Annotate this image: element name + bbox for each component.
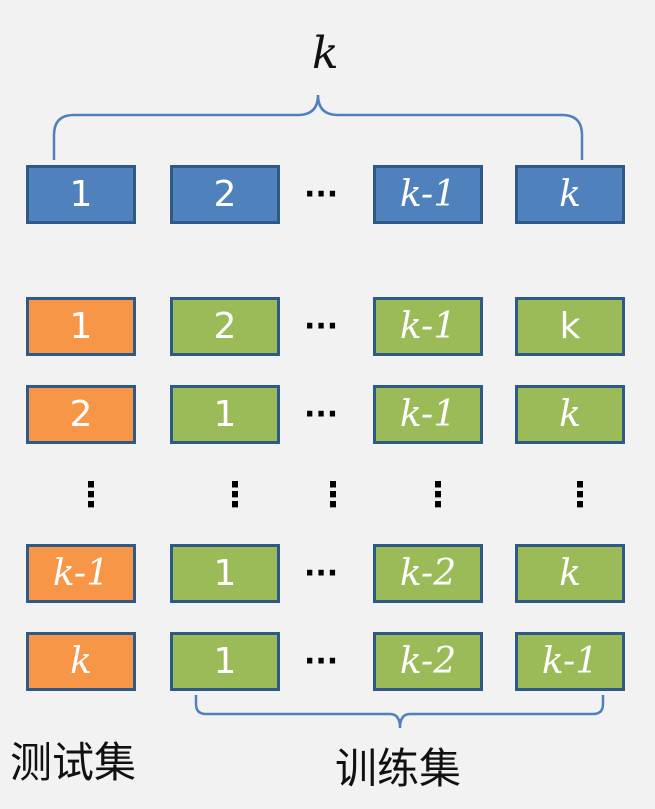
fold-k-ellipsis: ··· — [304, 644, 339, 679]
header-box-k-label: k — [559, 174, 581, 215]
vdots-col-4: ⋮ — [421, 475, 455, 515]
bottom-brace — [194, 695, 605, 729]
fold-k-1-train-box-3: k — [515, 544, 625, 603]
header-ellipsis: ··· — [304, 177, 339, 212]
fold-k-1-train-box-2: k-2 — [373, 544, 483, 603]
fold-k-train-box-3: k-1 — [515, 632, 625, 691]
fold-2-test-label: 2 — [69, 394, 93, 435]
vdots-col-1: ⋮ — [74, 475, 108, 515]
fold-1-ellipsis: ··· — [304, 309, 339, 344]
fold-2-ellipsis: ··· — [304, 397, 339, 432]
fold-k-1-train-label-1: 1 — [213, 553, 237, 594]
fold-1-train-box-1: 2 — [170, 297, 280, 356]
fold-k-1-ellipsis: ··· — [304, 556, 339, 591]
fold-2-train-label-3: k — [559, 394, 581, 435]
fold-2-train-box-2: k-1 — [373, 385, 483, 444]
fold-1-train-box-3: k — [515, 297, 625, 356]
header-box-2-label: 2 — [213, 174, 237, 215]
fold-1-train-label-3: k — [559, 306, 581, 347]
header-box-1: 1 — [26, 165, 136, 224]
fold-2-train-label-1: 1 — [213, 394, 237, 435]
fold-1-train-label-2: k-1 — [399, 306, 457, 347]
train-set-label: 训练集 — [335, 744, 462, 793]
vdots-col-3: ⋮ — [316, 475, 350, 515]
fold-1-test-box: 1 — [26, 297, 136, 356]
fold-k-1-train-label-2: k-2 — [399, 553, 457, 594]
fold-k-1-train-box-1: 1 — [170, 544, 280, 603]
k-label: k — [312, 28, 339, 79]
fold-2-train-box-3: k — [515, 385, 625, 444]
fold-1-train-label-1: 2 — [213, 306, 237, 347]
fold-2-train-label-2: k-1 — [399, 394, 457, 435]
fold-k-train-label-2: k-2 — [399, 641, 457, 682]
fold-2-train-box-1: 1 — [170, 385, 280, 444]
test-set-label: 测试集 — [10, 738, 137, 787]
header-box-k: k — [515, 165, 625, 224]
fold-k-test-box: k — [26, 632, 136, 691]
fold-k-train-box-2: k-2 — [373, 632, 483, 691]
fold-k-test-label: k — [70, 641, 92, 682]
fold-k-train-label-3: k-1 — [541, 641, 599, 682]
fold-k-1-test-box: k-1 — [26, 544, 136, 603]
header-box-k-1: k-1 — [373, 165, 483, 224]
fold-1-train-box-2: k-1 — [373, 297, 483, 356]
header-box-1-label: 1 — [69, 174, 93, 215]
vdots-col-2: ⋮ — [218, 475, 252, 515]
vdots-col-5: ⋮ — [563, 475, 597, 515]
fold-k-train-box-1: 1 — [170, 632, 280, 691]
fold-k-train-label-1: 1 — [213, 641, 237, 682]
fold-k-1-train-label-3: k — [559, 553, 581, 594]
header-box-2: 2 — [170, 165, 280, 224]
header-box-k-1-label: k-1 — [399, 174, 457, 215]
fold-k-1-test-label: k-1 — [52, 553, 110, 594]
fold-2-test-box: 2 — [26, 385, 136, 444]
fold-1-test-label: 1 — [69, 306, 93, 347]
